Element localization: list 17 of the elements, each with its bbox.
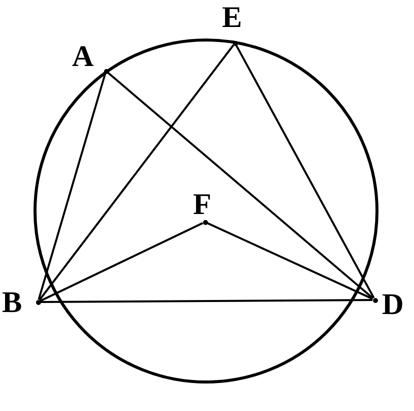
- line-segment: [107, 72, 374, 300]
- vertex-point: [232, 40, 238, 46]
- line-segment: [206, 222, 374, 300]
- point-label: A: [72, 42, 94, 72]
- vertex-point: [372, 298, 378, 302]
- vertex-point: [202, 220, 208, 224]
- line-segment: [38, 44, 234, 301]
- point-label: D: [382, 290, 404, 320]
- line-segment: [40, 299, 372, 303]
- vertex-point: [36, 300, 40, 304]
- point-label: F: [193, 190, 212, 220]
- line-segment: [38, 73, 106, 300]
- point-label: E: [222, 3, 242, 33]
- vertex-point: [104, 68, 108, 74]
- line-segment: [40, 222, 204, 302]
- point-label: B: [2, 288, 22, 318]
- line-segment: [235, 44, 375, 298]
